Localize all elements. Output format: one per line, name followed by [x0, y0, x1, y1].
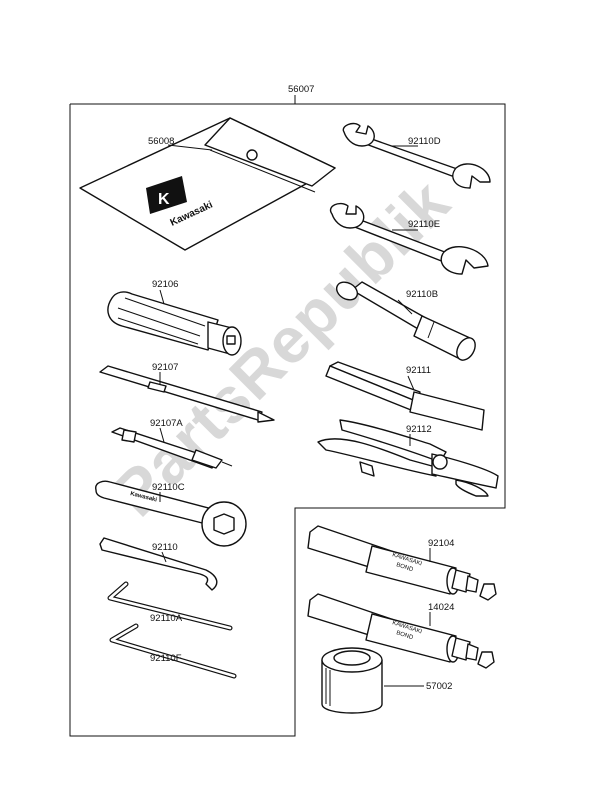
kawasaki-logo-glyph: K	[158, 191, 170, 208]
tube-print-bond: BOND	[395, 630, 414, 641]
label-92110D: 92110D	[408, 136, 441, 147]
hex-key-icon	[107, 581, 233, 631]
label-92111: 92111	[406, 365, 431, 376]
screwdriver-handle-icon	[107, 291, 242, 356]
hex-key-icon	[109, 623, 237, 679]
tube-print-bond: BOND	[395, 562, 414, 573]
label-92110: 92110	[152, 542, 178, 553]
label-92106: 92106	[152, 279, 178, 290]
open-end-wrench-icon	[329, 202, 489, 275]
label-92110F: 92110F	[150, 653, 182, 664]
short-screwdriver-icon	[111, 427, 233, 469]
pliers-icon	[317, 419, 499, 497]
label-92107A: 92107A	[150, 418, 183, 429]
kawasaki-logo-icon	[146, 176, 187, 214]
label-14024: 14024	[428, 602, 454, 613]
label-92107: 92107	[152, 362, 178, 373]
label-57002: 57002	[426, 681, 452, 692]
kit-frame	[69, 95, 506, 737]
hook-spanner-icon	[99, 537, 218, 591]
label-92112: 92112	[406, 424, 432, 435]
grease-can-icon	[321, 647, 383, 714]
open-end-wrench-icon	[342, 122, 491, 189]
bond-tube-icon: KAWASAKI BOND	[307, 593, 495, 669]
label-92110C: 92110C	[152, 482, 185, 493]
label-56008: 56008	[148, 136, 174, 147]
label-92110E: 92110E	[408, 219, 440, 230]
label-92104: 92104	[428, 538, 454, 549]
socket-wrench-icon	[335, 281, 476, 361]
tool-pouch-icon: K Kawasaki	[79, 117, 336, 251]
box-spanner-icon: Kawasaki	[95, 480, 247, 547]
bond-tube-icon: KAWASAKI BOND	[307, 525, 497, 601]
kit-label: 56007	[288, 84, 314, 95]
label-92110B: 92110B	[406, 289, 438, 300]
flat-bar-screwdriver-icon	[325, 361, 485, 431]
label-92110A: 92110A	[150, 613, 183, 624]
screwdriver-bar-icon	[99, 365, 275, 423]
